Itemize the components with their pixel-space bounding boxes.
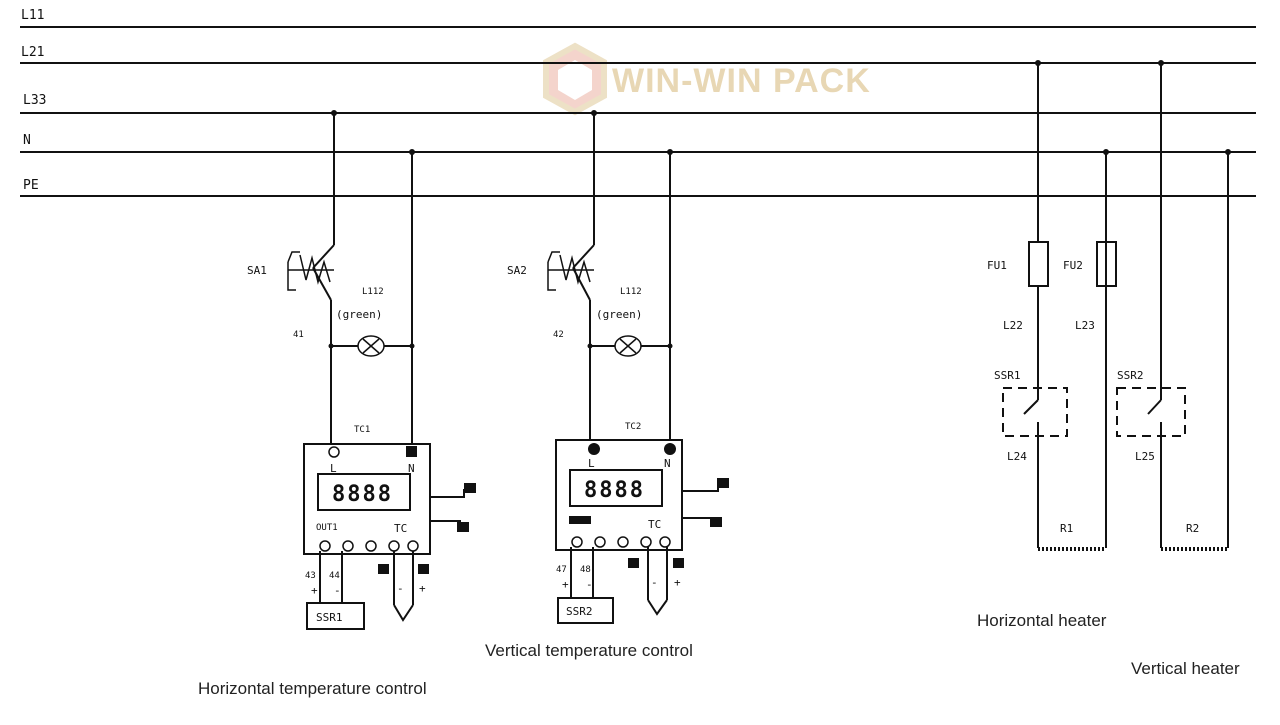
tc-input-label: TC xyxy=(394,522,407,535)
switch-sa1-label: SA1 xyxy=(247,264,267,277)
tc-input-label: TC xyxy=(648,518,661,531)
ssr1-box xyxy=(306,602,365,630)
horizontal-heater-caption: Horizontal heater xyxy=(977,611,1107,630)
ssr-minus-sign: - xyxy=(334,584,341,597)
probe-minus-sign: - xyxy=(651,576,658,589)
terminal-l-label: L xyxy=(330,462,337,475)
terminal-l-label: L xyxy=(588,457,595,470)
vertical-control-circuit: SA2 42 L112 (green) TC2 L N 8888 TC xyxy=(507,110,729,624)
terminal-l-icon xyxy=(328,446,340,458)
probe-plus-sign: + xyxy=(674,576,681,589)
controller-display xyxy=(569,469,663,507)
out-label-block xyxy=(569,516,591,524)
controller-terminal-row xyxy=(571,536,671,548)
wire-47-label: 47 xyxy=(556,565,567,575)
thermocouple-probe-icon xyxy=(378,551,429,622)
horizontal-control-caption: Horizontal temperature control xyxy=(198,679,427,698)
relay-ssr2-label: SSR2 xyxy=(1117,369,1144,382)
heater-r1-label: R1 xyxy=(1060,522,1073,535)
switch-sa2-label: SA2 xyxy=(507,264,527,277)
wire-l24-label: L24 xyxy=(1007,450,1027,463)
wire-42-label: 42 xyxy=(553,330,564,340)
ssr2-box-label: SSR2 xyxy=(566,605,593,618)
controller-tc2-body xyxy=(555,439,683,551)
bus-n-label: N xyxy=(23,133,31,148)
fuse-fu2-icon xyxy=(1096,241,1117,287)
relay-terminal-icon xyxy=(464,483,476,493)
vertical-heater-circuit: FU2 L23 SSR2 L25 R2 xyxy=(1063,60,1231,551)
probe-plus-sign: + xyxy=(419,582,426,595)
ssr-plus-sign: + xyxy=(311,584,318,597)
fuse-fu2-label: FU2 xyxy=(1063,259,1083,272)
indicator-lamp-icon xyxy=(614,335,642,357)
relay-lead xyxy=(682,517,713,524)
wire-44-label: 44 xyxy=(329,571,340,581)
vertical-heater-caption: Vertical heater xyxy=(1131,659,1240,678)
terminal-n-icon xyxy=(664,443,676,455)
ssr-plus-sign: + xyxy=(562,578,569,591)
bus-l21-label: L21 xyxy=(21,45,44,60)
vertical-control-caption: Vertical temperature control xyxy=(485,641,693,660)
controller-display-digits: 8888 xyxy=(584,478,645,503)
probe-minus-sign: - xyxy=(397,582,404,595)
switch-sa1-symbol xyxy=(287,244,335,301)
lamp-color-label: (green) xyxy=(596,308,642,321)
relay-ssr2-box xyxy=(1116,387,1186,437)
heater-r2-label: R2 xyxy=(1186,522,1199,535)
ssr2-box xyxy=(557,597,614,624)
terminal-n-icon xyxy=(406,446,417,457)
fuse-fu1-label: FU1 xyxy=(987,259,1007,272)
controller-tc1-body xyxy=(303,443,431,555)
terminal-n-label: N xyxy=(664,457,671,470)
switch-sa2-symbol xyxy=(547,244,595,301)
relay-terminal-icon xyxy=(710,517,722,527)
relay-lead xyxy=(430,520,461,528)
horizontal-heater-circuit: FU1 L22 SSR1 L24 R1 xyxy=(987,60,1109,551)
wire-l25-label: L25 xyxy=(1135,450,1155,463)
terminal-n-label: N xyxy=(408,462,415,475)
controller-terminal-row xyxy=(319,540,419,552)
bus-l33-label: L33 xyxy=(23,93,46,108)
controller-display xyxy=(317,473,411,511)
wire-l23-label: L23 xyxy=(1075,319,1095,332)
fuse-fu1-icon xyxy=(1028,241,1049,287)
controller-display-digits: 8888 xyxy=(332,482,393,507)
lamp-code-label: L112 xyxy=(362,287,384,297)
relay-ssr1-box xyxy=(1002,387,1068,437)
wire-48-label: 48 xyxy=(580,565,591,575)
relay-contact xyxy=(1023,399,1039,415)
relay-terminal-icon xyxy=(457,522,469,532)
terminal-l-icon xyxy=(588,443,600,455)
lamp-code-label: L112 xyxy=(620,287,642,297)
relay-lead xyxy=(682,484,719,492)
wire-43-label: 43 xyxy=(305,571,316,581)
ssr1-box-label: SSR1 xyxy=(316,611,343,624)
controller-tc2-label: TC2 xyxy=(625,422,641,432)
bus-l11-label: L11 xyxy=(21,8,44,23)
wire-l22-label: L22 xyxy=(1003,319,1023,332)
relay-lead xyxy=(430,489,465,498)
thermocouple-probe-icon xyxy=(628,547,684,616)
relay-contact xyxy=(1147,399,1162,415)
bus-pe-label: PE xyxy=(23,178,39,193)
ssr-minus-sign: - xyxy=(586,578,593,591)
watermark-text: WIN-WIN PACK xyxy=(612,62,871,100)
controller-tc1-label: TC1 xyxy=(354,425,370,435)
wire-41-label: 41 xyxy=(293,330,304,340)
watermark-logo xyxy=(543,42,607,116)
lamp-color-label: (green) xyxy=(336,308,382,321)
out1-label: OUT1 xyxy=(316,523,338,533)
relay-terminal-icon xyxy=(717,478,729,488)
horizontal-control-circuit: SA1 41 L112 (green) TC1 L N 8888 OUT1 TC xyxy=(247,110,476,630)
indicator-lamp-icon xyxy=(357,335,385,357)
relay-ssr1-label: SSR1 xyxy=(994,369,1021,382)
